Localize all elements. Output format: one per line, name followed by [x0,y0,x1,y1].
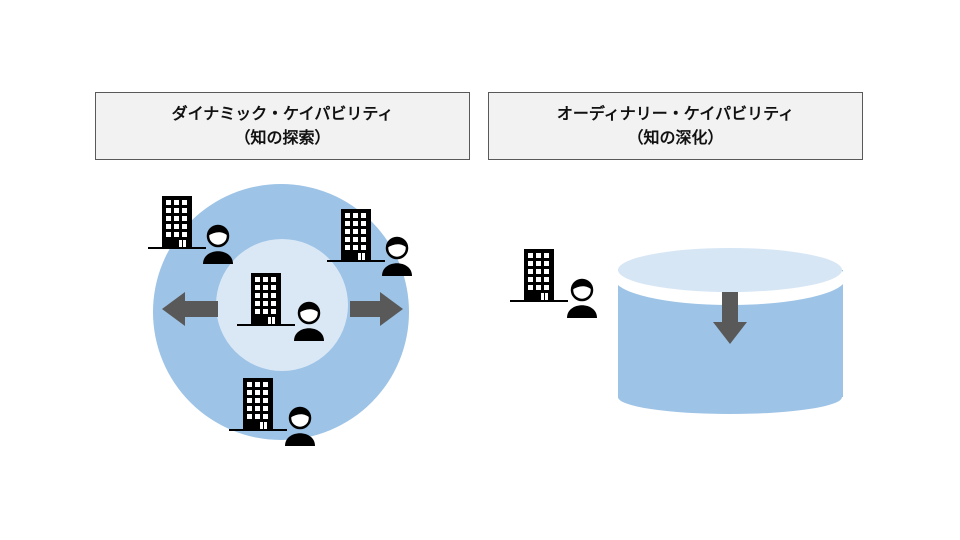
dynamic-capability-title: ダイナミック・ケイパビリティ [171,104,394,123]
cylinder [614,248,846,414]
dynamic-capability-subtitle: （知の探索） [234,128,331,147]
building-icon [510,249,568,302]
arrow-down-icon [713,292,747,344]
person-icon [565,278,599,320]
arrow-left-icon [162,292,218,326]
ordinary-capability-title: オーディナリー・ケイパビリティ [556,104,795,123]
inner-circle [216,239,348,371]
arrow-right-icon [350,292,403,326]
ordinary-capability-subtitle: （知の深化） [627,128,724,147]
dynamic-capability-header: ダイナミック・ケイパビリティ （知の探索） [95,92,470,160]
ordinary-capability-header: オーディナリー・ケイパビリティ （知の深化） [488,92,863,160]
